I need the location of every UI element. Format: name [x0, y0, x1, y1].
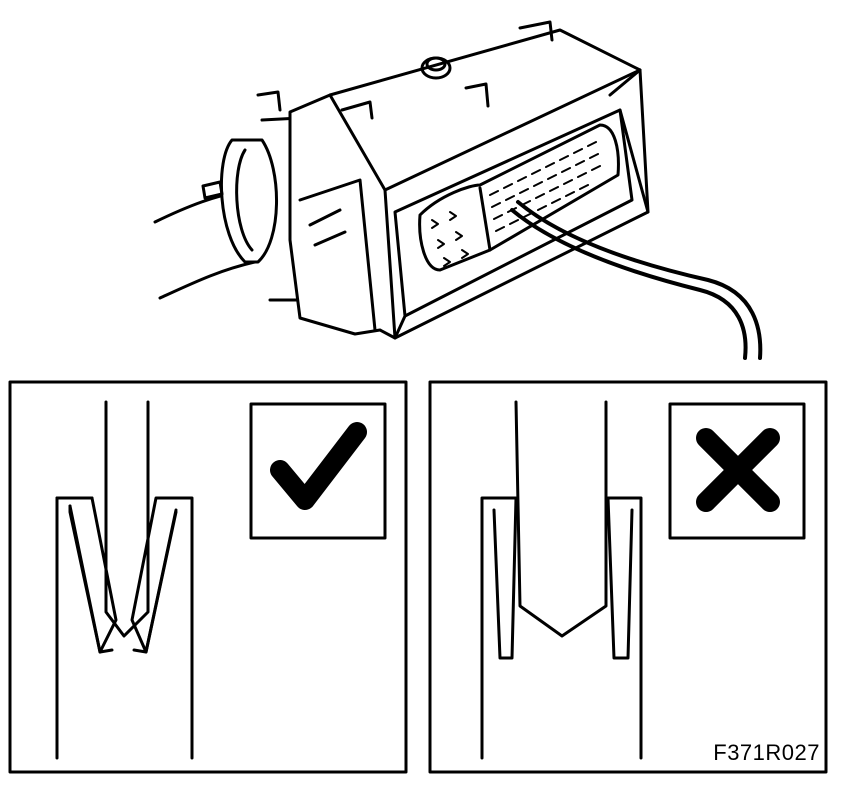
connector-illustration: [153, 20, 763, 360]
panel-correct: [8, 380, 408, 774]
terminal-socket: [55, 496, 194, 760]
front-opening: [393, 108, 634, 318]
verdict-box-incorrect: [668, 402, 806, 540]
terminal-socket-spread: [480, 496, 643, 760]
cross-mark: [696, 428, 780, 512]
check-mark: [270, 422, 367, 510]
pin-block: [418, 123, 620, 272]
probe-wire: [510, 208, 748, 360]
probe-tip-incorrect: [514, 400, 608, 638]
verdict-box-correct: [249, 402, 387, 540]
probe-tip-correct: [104, 400, 150, 638]
cable-boot: [219, 138, 278, 264]
panel-incorrect: [428, 380, 828, 774]
pin-grid: [431, 141, 601, 267]
figure-code: F371R027: [713, 740, 820, 765]
